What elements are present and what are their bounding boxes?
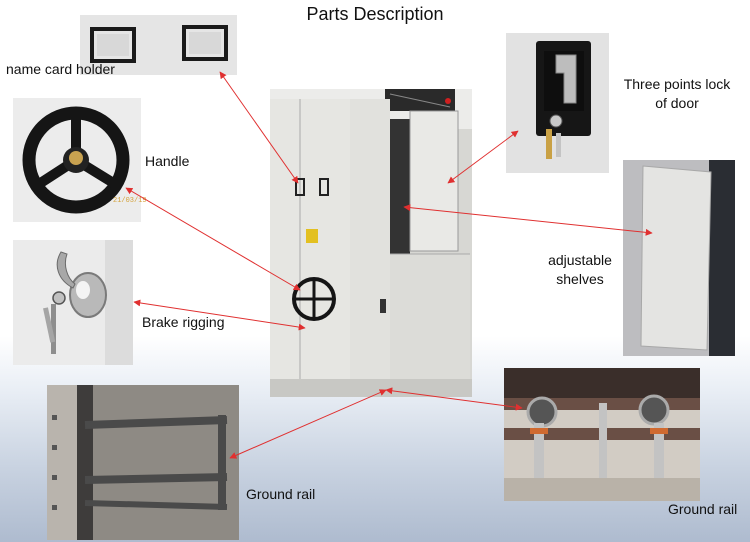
handle-label: Handle — [145, 153, 190, 169]
adjustable-shelves-label-line2: shelves — [556, 271, 604, 287]
name-card-holder-photo — [80, 15, 237, 75]
ground-rail-right-photo — [504, 368, 700, 501]
three-points-lock-label-line2: of door — [655, 95, 699, 111]
photo-date-stamp: 21/03/19 — [113, 197, 147, 205]
brake-rigging-photo — [13, 240, 133, 365]
leader-ground-rail-left — [229, 389, 387, 459]
three-points-lock-label-line1: Three points lock — [623, 76, 731, 92]
ground-rail-right-label: Ground rail — [668, 501, 738, 517]
handle-photo: 21/03/19 — [13, 98, 147, 222]
page-title: Parts Description — [306, 4, 444, 24]
adjustable-shelves-label-line1: adjustable — [548, 252, 612, 268]
three-points-lock-photo — [506, 33, 609, 173]
adjustable-shelves-photo — [623, 160, 735, 356]
three-points-lock-label: Three points lock of door — [612, 75, 742, 113]
ground-rail-left-label: Ground rail — [246, 486, 316, 502]
brake-rigging-label: Brake rigging — [142, 314, 225, 330]
name-card-holder-label: name card holder — [6, 61, 115, 77]
cabinet-photo — [270, 89, 472, 397]
adjustable-shelves-label: adjustable shelves — [540, 251, 620, 289]
ground-rail-left-photo — [47, 385, 239, 540]
